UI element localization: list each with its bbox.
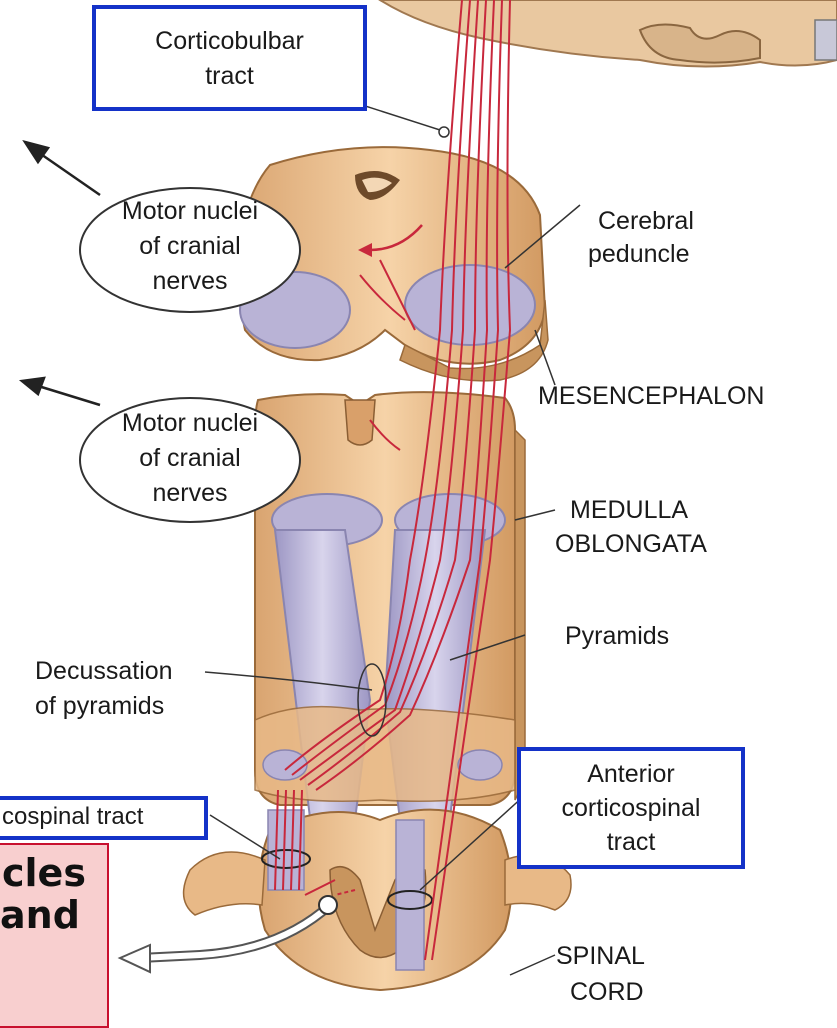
motor-nuclei-2-line1: Motor nuclei	[80, 407, 300, 439]
motor-nuclei-2-line3: nerves	[80, 477, 300, 509]
spinal-cord-label-line1: SPINAL	[556, 940, 645, 972]
lateral-corticospinal-label: cospinal tract	[2, 801, 143, 833]
cerebral-peduncle-line2: peduncle	[588, 238, 689, 270]
motor-nuclei-1-line3: nerves	[80, 265, 300, 297]
motor-nuclei-1-line1: Motor nuclei	[80, 195, 300, 227]
overlay-note-line2: and	[0, 890, 80, 940]
anterior-label-line1: Anterior	[517, 758, 745, 790]
corticobulbar-tract-box	[92, 5, 367, 111]
cerebral-peduncle-line1: Cerebral	[598, 205, 694, 237]
decussation-label-line2: of pyramids	[35, 690, 164, 722]
anterior-label-line3: tract	[517, 826, 745, 858]
corticobulbar-label-line2: tract	[92, 60, 367, 92]
cortex-fragment	[380, 0, 837, 67]
decussation-label-line1: Decussation	[35, 655, 173, 687]
pyramids-label: Pyramids	[565, 620, 669, 652]
spinal-cord-label-line2: CORD	[570, 976, 644, 1008]
corticobulbar-label-line1: Corticobulbar	[92, 25, 367, 57]
medulla-label-line1: MEDULLA	[570, 494, 688, 526]
motor-nuclei-1-line2: of cranial	[80, 230, 300, 262]
motor-nuclei-2-line2: of cranial	[80, 442, 300, 474]
medulla-label-line2: OBLONGATA	[555, 528, 707, 560]
mesencephalon-label: MESENCEPHALON	[538, 380, 764, 412]
spinal-cord-section	[184, 810, 571, 990]
anterior-label-line2: corticospinal	[517, 792, 745, 824]
